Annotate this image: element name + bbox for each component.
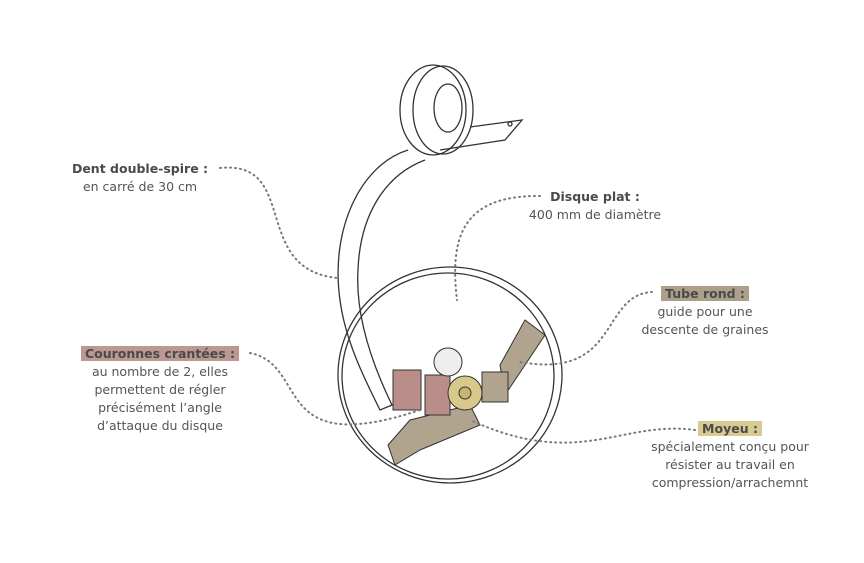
label-couronnes: Couronnes crantées : au nombre de 2, ell… <box>70 345 250 435</box>
label-disque-title: Disque plat : <box>550 189 640 204</box>
label-couronnes-desc: précisément l’angle <box>98 400 222 415</box>
label-couronnes-title: Couronnes crantées : <box>80 346 240 361</box>
label-moyeu-desc: spécialement conçu pour <box>651 439 809 454</box>
label-couronnes-desc: permettent de régler <box>94 382 226 397</box>
label-couronnes-desc: d’attaque du disque <box>97 418 223 433</box>
leader-moyeu <box>469 419 696 444</box>
flat-disc <box>337 266 563 484</box>
leader-tube <box>519 291 653 366</box>
spring-coil <box>399 64 467 156</box>
tine <box>337 149 426 411</box>
label-tube-desc: guide pour une <box>657 304 753 319</box>
label-moyeu-title: Moyeu : <box>698 421 762 436</box>
label-moyeu: Moyeu : spécialement conçu pour résister… <box>630 420 830 492</box>
label-dent-title: Dent double-spire : <box>71 161 209 176</box>
leader-dent <box>219 166 339 279</box>
label-couronnes-desc: au nombre de 2, elles <box>91 364 229 379</box>
label-dent-desc: en carré de 30 cm <box>82 179 198 194</box>
leader-couronnes <box>249 352 421 426</box>
notched-crown <box>392 369 422 411</box>
label-moyeu-desc: résister au travail en <box>665 457 795 472</box>
label-disque-desc: 400 mm de diamètre <box>528 207 662 222</box>
label-tube-desc: descente de graines <box>641 322 769 337</box>
label-tube-title: Tube rond : <box>661 286 749 301</box>
label-moyeu-desc: compression/arrachemnt <box>651 475 809 490</box>
label-disque: Disque plat : 400 mm de diamètre <box>515 188 675 224</box>
leader-disque <box>454 194 541 301</box>
label-tube: Tube rond : guide pour une descente de g… <box>620 285 790 339</box>
label-dent: Dent double-spire : en carré de 30 cm <box>60 160 220 196</box>
